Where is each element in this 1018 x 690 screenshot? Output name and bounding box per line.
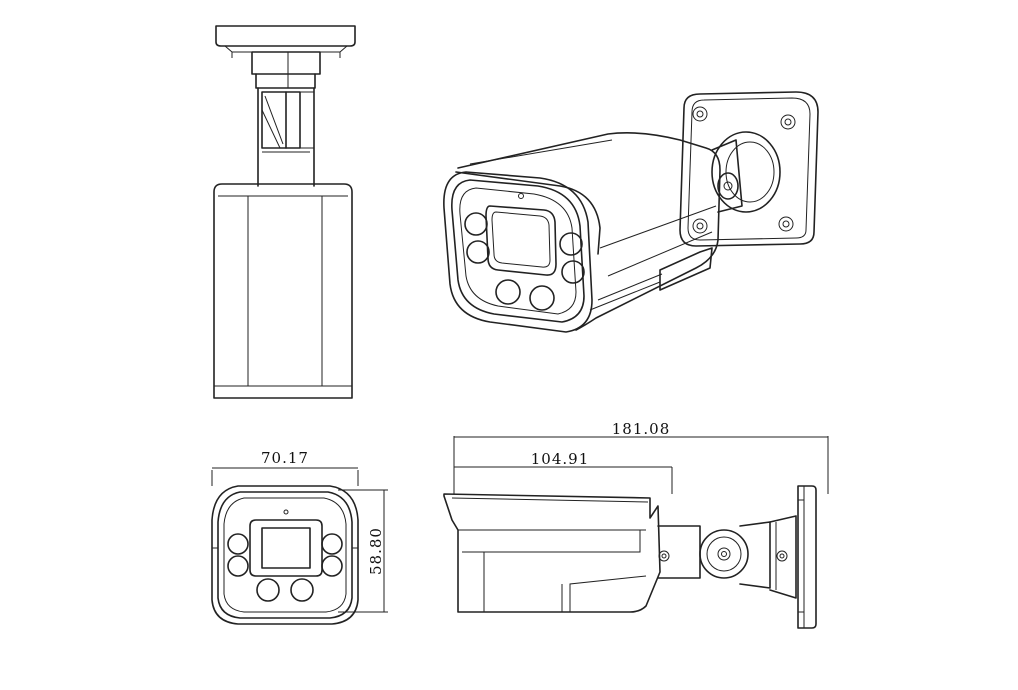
iso-ir-led [466, 240, 490, 264]
side-view-screw [658, 550, 670, 562]
side-view-housing [443, 493, 661, 613]
isometric-view [443, 91, 819, 333]
iso-bracket-arm [711, 139, 743, 213]
side-view-screw [776, 550, 788, 562]
housing-length-label: 104.91 [531, 450, 590, 468]
iso-front-face [443, 171, 593, 333]
iso-ir-led [561, 260, 585, 284]
front-ir-led [227, 533, 249, 555]
housing-length-dimension: 104.91 [454, 450, 673, 494]
iso-mic-hole [518, 193, 524, 199]
side-view-bracket [657, 515, 797, 599]
front-ir-led [256, 578, 280, 602]
iso-ir-led [529, 285, 555, 311]
front-ir-led [290, 578, 314, 602]
top-view-housing [213, 183, 353, 399]
top-view-bracket-neck [251, 51, 321, 187]
total-length-label: 181.08 [612, 420, 671, 438]
iso-ir-led [464, 212, 488, 236]
iso-camera-body [455, 132, 721, 331]
front-ir-led [321, 555, 343, 577]
height-dimension: 58.80 [338, 489, 388, 613]
front-ir-led [321, 533, 343, 555]
top-view [213, 25, 356, 399]
iso-wall-plate [679, 91, 819, 247]
top-view-mount-plate [215, 25, 356, 58]
front-mic-hole [283, 509, 289, 515]
side-view [443, 485, 817, 629]
iso-ir-led [559, 232, 583, 256]
front-view [211, 485, 359, 625]
total-length-dimension: 181.08 [453, 420, 829, 494]
front-ir-led [227, 555, 249, 577]
width-dimension-label: 70.17 [261, 449, 309, 467]
width-dimension: 70.17 [211, 449, 359, 486]
side-view-wall-plate [797, 485, 817, 629]
height-dimension-label: 58.80 [367, 527, 385, 575]
iso-ir-led [495, 279, 521, 305]
